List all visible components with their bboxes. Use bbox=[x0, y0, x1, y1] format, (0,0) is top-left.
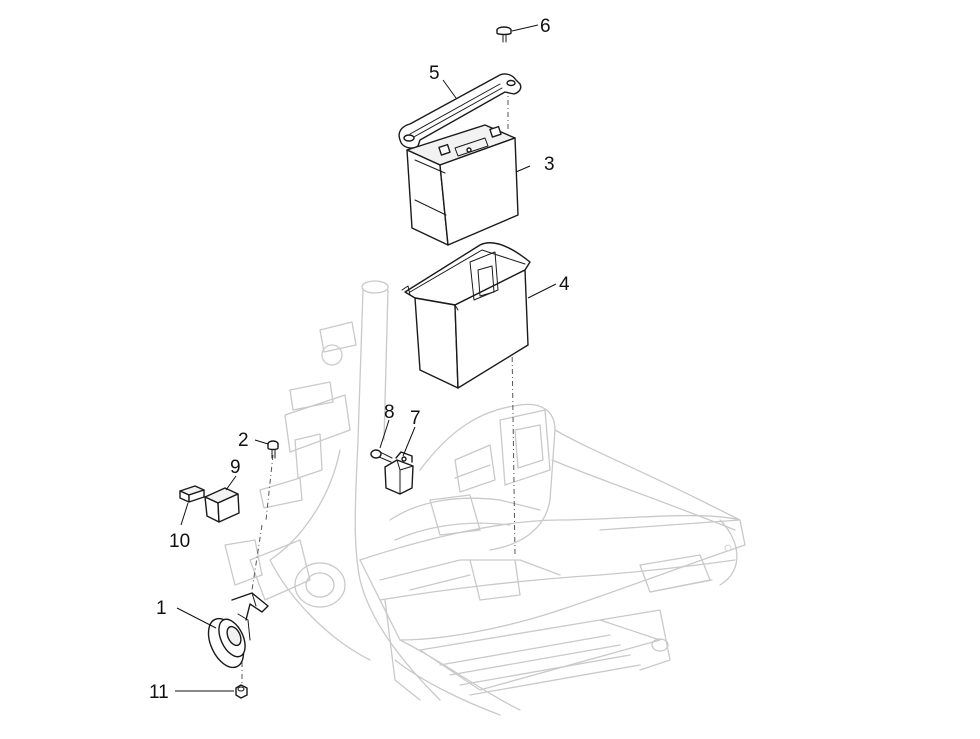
part-10-fuse bbox=[179, 485, 205, 503]
callout-3: 3 bbox=[544, 154, 555, 175]
scooter-frame bbox=[224, 280, 746, 716]
callout-leaders bbox=[175, 24, 557, 692]
callout-9: 9 bbox=[230, 457, 241, 478]
callout-4: 4 bbox=[559, 274, 570, 295]
callout-11: 11 bbox=[149, 682, 169, 703]
part-4-battery-box bbox=[401, 242, 531, 389]
part-1-horn bbox=[207, 592, 269, 669]
part-6-screw bbox=[496, 26, 512, 43]
part-8-bolt bbox=[370, 449, 393, 463]
callout-6: 6 bbox=[540, 16, 551, 37]
part-11-nut bbox=[235, 684, 248, 699]
callout-5: 5 bbox=[429, 63, 440, 84]
callout-labels: 1 2 3 4 5 6 7 8 9 10 11 bbox=[149, 16, 570, 703]
callout-10: 10 bbox=[169, 531, 190, 552]
part-7-relay bbox=[384, 451, 414, 495]
part-3-battery bbox=[406, 124, 519, 246]
part-5-battery-strap bbox=[398, 73, 522, 149]
callout-1: 1 bbox=[156, 598, 167, 619]
callout-2: 2 bbox=[238, 430, 249, 451]
callout-8: 8 bbox=[384, 402, 395, 423]
callout-7: 7 bbox=[410, 408, 421, 429]
part-9-relay bbox=[204, 487, 240, 523]
